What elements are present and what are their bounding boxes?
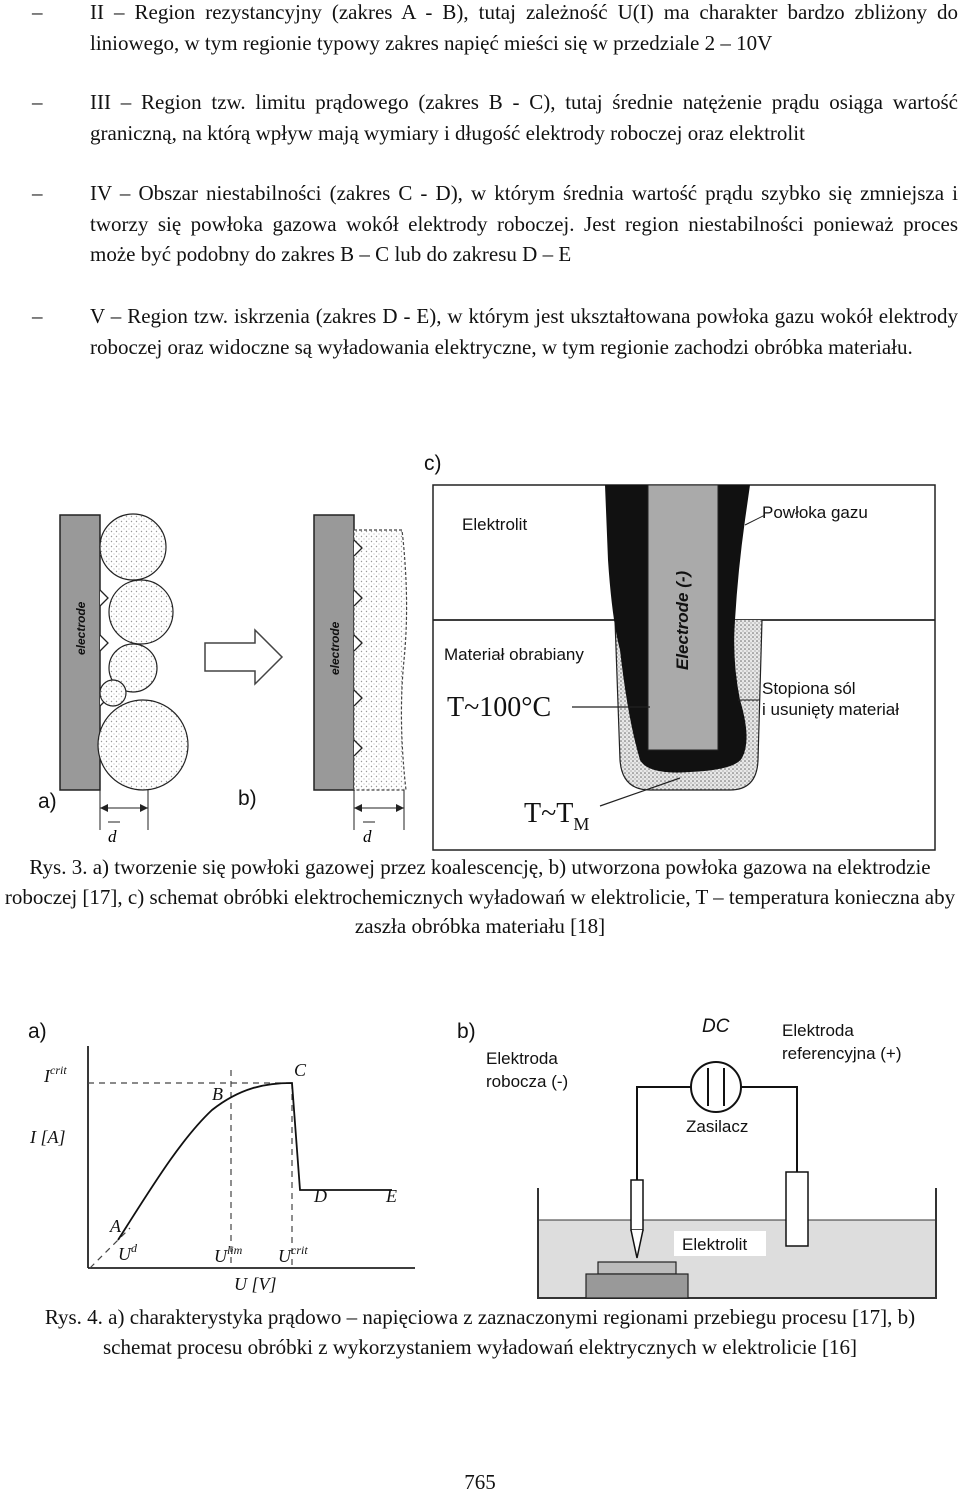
fig4a-point-e: E	[385, 1186, 397, 1206]
bullet-dash: –	[32, 0, 43, 24]
fig4a-point-c: C	[294, 1060, 307, 1080]
fig4a-point-a: A	[109, 1216, 122, 1236]
fig3b-electrode: electrode	[313, 514, 408, 791]
fig4b-dc: DC	[702, 1016, 730, 1037]
fig4-label-a: a)	[28, 1020, 47, 1043]
fig3c-stopiona-2: i usunięty materiał	[762, 700, 899, 719]
fig4a-guides	[88, 1070, 293, 1269]
fig3a-d-dimension: d	[99, 790, 149, 846]
fig3-caption: Rys. 3. a) tworzenie się powłoki gazowej…	[4, 855, 956, 938]
fig4b-elektroda-ref-1: Elektroda	[782, 1021, 854, 1040]
fig3b-d-dimension: d	[353, 790, 405, 846]
fig4a-ulim: Ulim	[214, 1243, 243, 1266]
fig3b-electrode-label: electrode	[328, 621, 342, 675]
fig4a-point-b: B	[212, 1084, 223, 1104]
page-number: 765	[464, 1470, 496, 1494]
bullet-text: IV – Obszar niestabilności (zakres C - D…	[90, 181, 958, 266]
fig3c-material: Materiał obrabiany	[444, 645, 584, 664]
fig3a-bubbles	[97, 513, 189, 791]
fig4b-elektroda-robocza-1: Elektroda	[486, 1049, 558, 1068]
fig4a-icrit: Icrit	[43, 1063, 67, 1086]
bullet-item-2: – III – Region tzw. limitu prądowego (za…	[32, 87, 958, 148]
bullet-item-3: – IV – Obszar niestabilności (zakres C -…	[32, 178, 958, 270]
fig4b-elektroda-robocza-2: robocza (-)	[486, 1072, 568, 1091]
bullet-text: V – Region tzw. iskrzenia (zakres D - E)…	[90, 304, 958, 359]
fig4b-schematic: DC Elektroda robocza (-) Elektroda refer…	[486, 1016, 937, 1299]
fig3c-stopiona-1: Stopiona sól	[762, 679, 856, 698]
bullet-dash: –	[32, 304, 43, 328]
fig3c-powloka: Powłoka gazu	[762, 503, 868, 522]
bullet-dash: –	[32, 181, 43, 205]
fig4a-ud: Ud	[118, 1241, 138, 1264]
fig4a-ucrit: Ucrit	[278, 1243, 308, 1266]
fig3b-d-label: d	[363, 827, 372, 846]
fig4b-elektroda-ref-2: referencyjna (+)	[782, 1044, 902, 1063]
bullet-item-1: – II – Region rezystancyjny (zakres A - …	[32, 0, 958, 58]
fig4a-xlabel: U [V]	[234, 1274, 277, 1294]
fig4b-elektrolit: Elektrolit	[682, 1235, 747, 1254]
fig3-label-a: a)	[38, 790, 57, 813]
fig3-arrow-icon	[204, 628, 284, 686]
fig3-label-b: b)	[238, 787, 257, 810]
bullet-text: III – Region tzw. limitu prądowego (zakr…	[90, 90, 958, 145]
fig3a-d-label: d	[108, 827, 117, 846]
fig4a-axes	[87, 1046, 415, 1269]
fig4a-labels: Icrit I [A] U [V] A B C D E Ud Ulim Ucri…	[29, 1060, 397, 1294]
fig4a-ylabel: I [A]	[29, 1127, 66, 1147]
fig3c-electrode-label: Electrode (-)	[673, 570, 692, 670]
bullet-dash: –	[32, 90, 43, 114]
fig4b-zasilacz: Zasilacz	[686, 1117, 748, 1136]
bullet-text: II – Region rezystancyjny (zakres A - B)…	[90, 0, 958, 55]
figure-3-coalescence: electrode d electrode d	[59, 484, 936, 851]
fig3a-electrode-label: electrode	[74, 601, 88, 655]
fig3c-elektrolit: Elektrolit	[462, 515, 527, 534]
fig4-label-b: b)	[457, 1020, 476, 1043]
fig4-caption: Rys. 4. a) charakterystyka prądowo – nap…	[44, 1305, 916, 1359]
bullet-item-4: – V – Region tzw. iskrzenia (zakres D - …	[32, 301, 958, 362]
fig4a-point-d: D	[313, 1186, 327, 1206]
fig3c-temp: T~100°C	[447, 692, 551, 723]
fig3-label-c: c)	[424, 452, 442, 475]
fig4b-power-supply-icon	[690, 1061, 742, 1113]
fig3c-schematic: Electrode (-) Elektrolit Powłoka gazu Ma…	[432, 484, 936, 851]
fig3c-ttm: T~TM	[524, 798, 589, 834]
fig4a-iv-curve	[117, 1082, 392, 1241]
